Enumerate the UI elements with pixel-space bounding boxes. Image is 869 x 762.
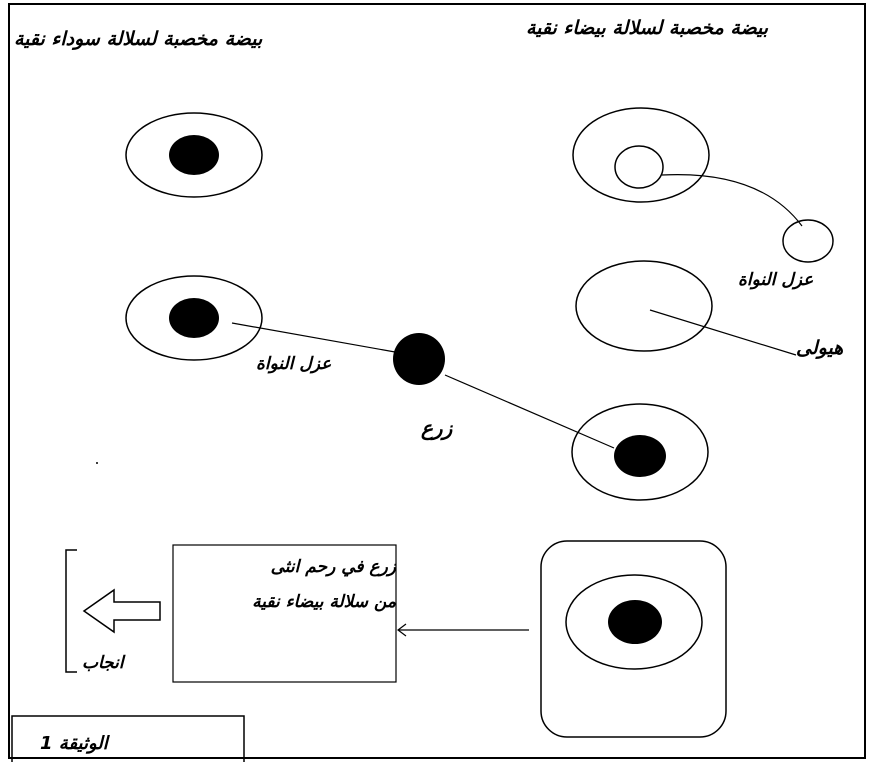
reconstructed-egg <box>571 403 709 501</box>
implant-box <box>172 544 397 683</box>
offspring-bracket <box>65 549 77 673</box>
reconstructed-egg-nucleus <box>614 435 666 477</box>
label-white-strain-egg: بيضة مخصبة لسلالة بيضاء نقية <box>526 17 769 39</box>
label-cytoplasm: هيولى <box>796 337 844 359</box>
hollow-arrow <box>82 588 161 634</box>
line-nucleus-removal <box>661 173 803 227</box>
stray-dot <box>96 462 98 464</box>
line-cytoplasm <box>649 309 797 356</box>
line-nucleus-to-egg <box>444 374 615 449</box>
enucleated-egg <box>575 260 713 352</box>
embryo-nucleus <box>608 600 662 644</box>
outer-frame <box>8 3 866 759</box>
removed-white-nucleus <box>782 219 834 263</box>
line-nucleus-from-egg <box>231 322 396 353</box>
label-nucleus-isolation-left: عزل النواة <box>256 354 332 374</box>
black-egg-top <box>125 112 263 198</box>
label-nucleus-isolation-right: عزل النواة <box>738 270 814 290</box>
arrow-to-implant-head <box>397 623 407 637</box>
white-egg-top-nucleus <box>614 145 664 189</box>
label-birth: انجاب <box>82 653 124 673</box>
implant-box-line2: من سلالة بيضاء نقية <box>252 592 396 612</box>
embryo-box <box>540 540 727 738</box>
document-box <box>11 715 245 762</box>
label-document: الوثيقة 1 <box>40 733 108 754</box>
black-egg-mid-nucleus <box>169 298 219 338</box>
label-implant: زرع <box>421 416 453 440</box>
embryo-egg <box>565 574 703 670</box>
black-egg-top-nucleus <box>169 135 219 175</box>
isolated-black-nucleus <box>393 333 445 385</box>
white-egg-top <box>572 107 710 203</box>
implant-box-line1: زرع في رحم انثى <box>270 557 396 577</box>
label-black-strain-egg: بيضة مخصبة لسلالة سوداء نقية <box>14 28 263 50</box>
black-egg-mid <box>125 275 263 361</box>
